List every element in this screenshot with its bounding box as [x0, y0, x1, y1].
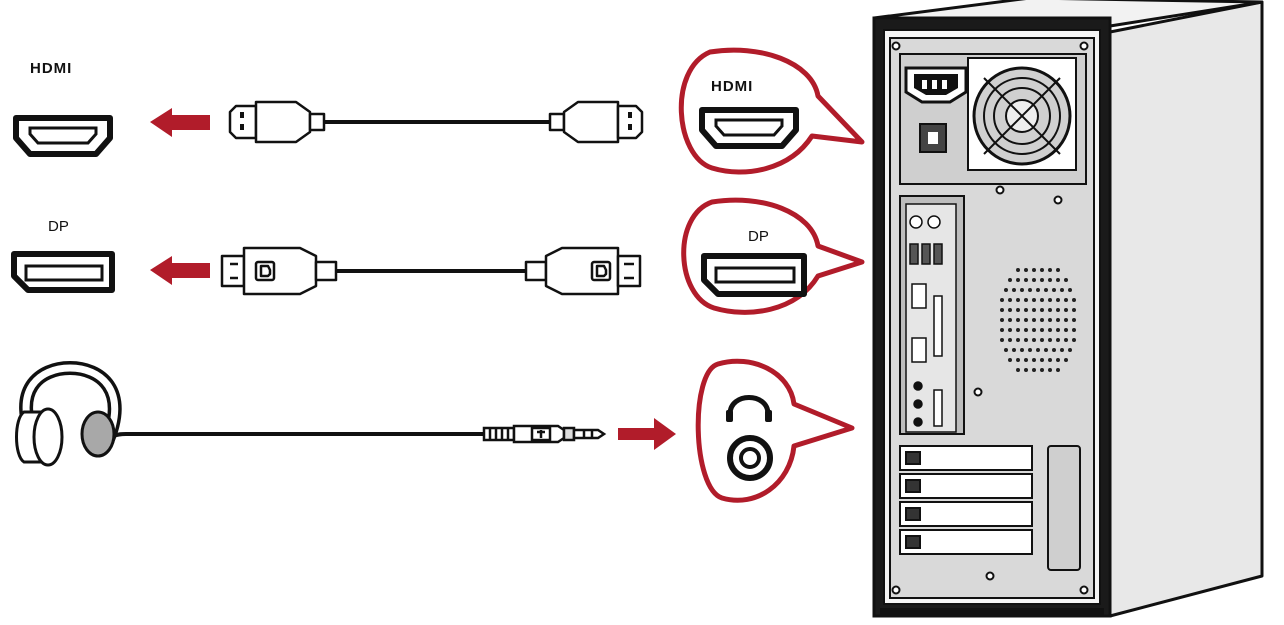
expansion-slots — [899, 445, 1081, 571]
fan-icon — [967, 57, 1077, 171]
dp-label-bubble: DP — [748, 228, 769, 245]
displayport-port-icon — [11, 251, 115, 293]
hdmi-label-left: HDMI — [30, 60, 73, 77]
arrow-icon — [150, 256, 210, 285]
dp-label-left: DP — [48, 218, 69, 235]
displayport-cable — [220, 246, 642, 296]
audio-jack-icon — [727, 435, 773, 481]
hdmi-port-icon — [13, 115, 113, 157]
power-socket — [904, 66, 968, 104]
io-ports — [909, 215, 943, 427]
arrow-icon — [618, 418, 676, 450]
desktop-tower-icon — [872, 0, 1264, 618]
headphone-icon — [726, 395, 772, 422]
arrow-icon — [150, 108, 210, 137]
power-switch — [919, 123, 947, 153]
hdmi-bubble — [678, 47, 865, 175]
audio-cable — [113, 424, 607, 444]
dp-bubble — [681, 197, 865, 315]
hdmi-label-bubble: HDMI — [711, 78, 754, 95]
hdmi-cable — [228, 100, 644, 144]
vent-grille — [1000, 268, 1076, 372]
screws — [891, 41, 1089, 595]
headphone-icon — [15, 360, 122, 467]
audio-jack-bubble — [695, 358, 855, 503]
